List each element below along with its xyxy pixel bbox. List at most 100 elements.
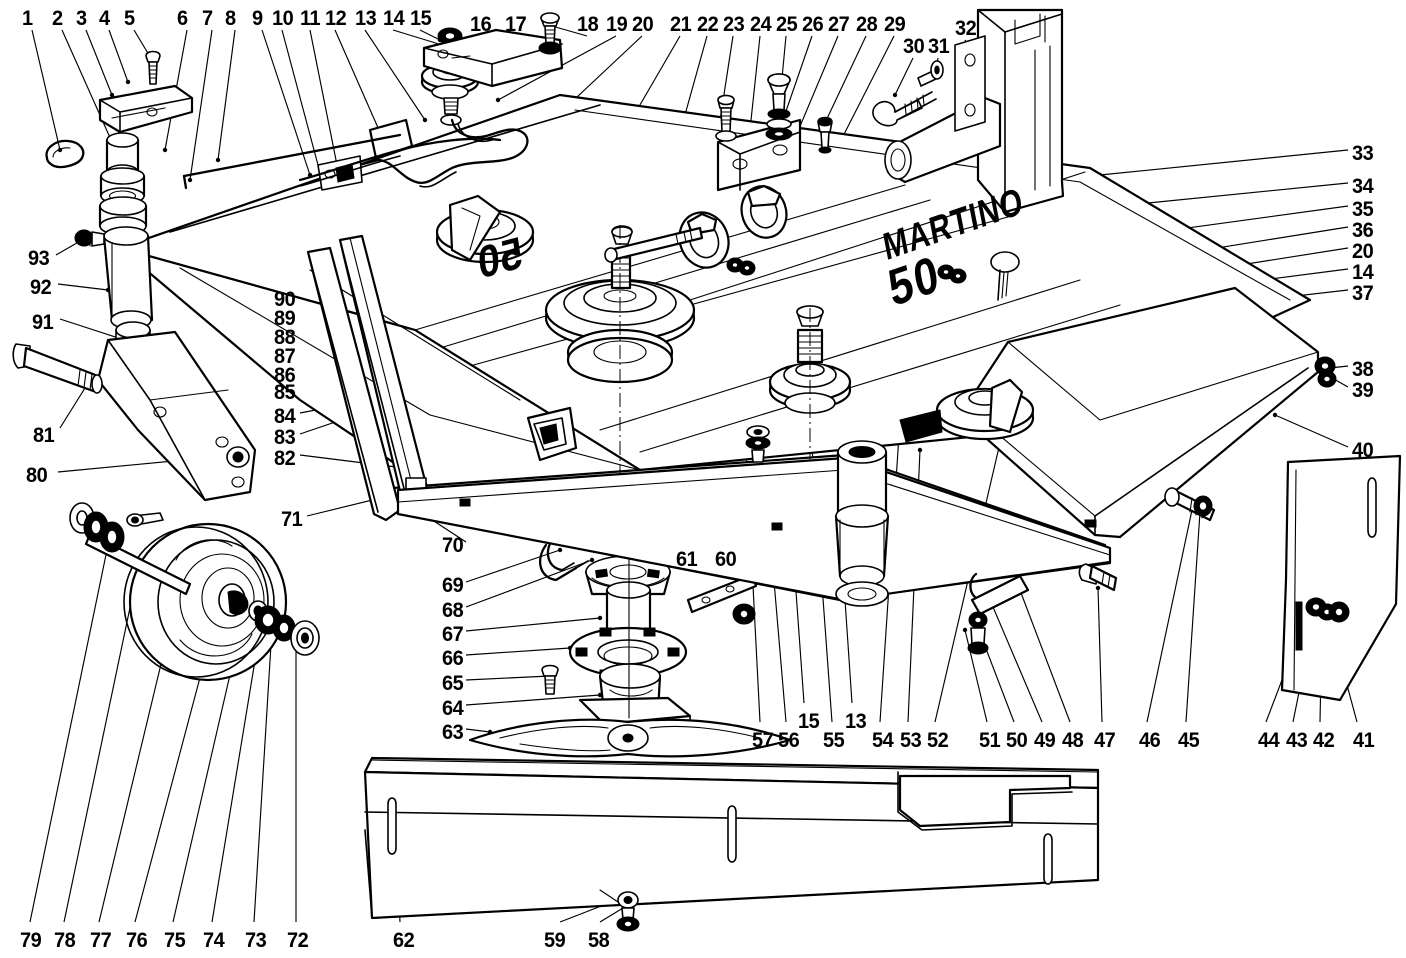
discharge-chute-panel-40 [1280,454,1402,702]
callout-number: 25 [776,13,798,36]
callout-number: 93 [28,247,50,270]
deck-brace-45 [1164,487,1216,522]
callout-number: 23 [723,13,745,36]
leader-endpoint [215,157,221,163]
callout-number: 27 [828,13,850,36]
grease-fitting-93 [74,229,105,247]
callout-number: 26 [802,13,824,36]
leader-endpoint [917,447,923,453]
center-pulley-assembly [544,225,696,520]
leader-line [364,29,426,121]
leader-line [465,549,561,583]
leader-line [85,29,113,96]
leader-line [823,35,867,126]
leader-line [1127,182,1349,206]
callout-number: 30 [903,35,925,58]
screw-5 [145,50,161,85]
callout-number: 14 [383,7,405,30]
leader-line [63,559,141,923]
callout-number: 76 [126,929,148,952]
leader-line [134,639,211,923]
leader-line [29,544,109,923]
leader-line [465,647,571,656]
callout-number: 67 [442,623,464,646]
leader-line [465,559,593,608]
callout-number: 71 [281,508,303,531]
deck-decal [990,251,1020,301]
carriage-bolt-30 [872,69,939,127]
callout-number: 17 [505,13,527,36]
callout-number: 6 [177,7,188,30]
deck-clip-bracket [526,406,578,462]
callout-number: 49 [1034,729,1056,752]
callout-number: 14 [1352,261,1374,284]
callout-number: 90 [274,288,296,311]
callout-number: 91 [32,311,54,334]
callout-number: 70 [442,534,464,557]
leader-line [253,627,273,923]
callout-number: 15 [410,7,432,30]
leader-line [309,29,341,181]
hook-bracket-51 [967,572,1030,655]
callout-number: 1 [22,7,33,30]
callout-number: 86 [274,364,296,387]
leader-endpoint [125,79,131,85]
callout-number: 9 [252,7,263,30]
chute-hardware-41-44 [1305,597,1350,623]
callout-number: 32 [955,17,977,40]
leader-line [465,728,491,733]
cross-shaft-21 [604,226,704,263]
callout-number: 82 [274,447,296,470]
callout-number: 80 [26,464,48,487]
leader-line [31,29,61,151]
leader-endpoint [109,92,115,98]
leader-line [189,29,213,181]
callout-number: 92 [30,276,52,299]
callout-number: 59 [544,929,566,952]
leader-line [261,29,311,176]
grease-zerk-28 [817,116,833,154]
hardware-bolt-23 [715,94,737,142]
callout-number: 24 [750,13,772,36]
callout-number: 64 [442,697,464,720]
leader-line [419,29,441,41]
callout-number: 20 [1352,240,1374,263]
leader-line [1017,584,1071,723]
small-hardware-top [726,257,756,276]
callout-number: 84 [274,405,296,428]
callout-number: 41 [1353,729,1375,752]
cotter-clip-1 [45,139,85,169]
leader-line [844,599,853,704]
callout-number: 45 [1178,729,1200,752]
callout-number: 60 [715,548,737,571]
callout-number: 7 [202,7,213,30]
callout-number: 46 [1139,729,1161,752]
leader-endpoint [187,177,193,183]
callout-number: 5 [124,7,135,30]
deck-lift-bracket-33 [976,8,1065,214]
callout-number: 34 [1352,175,1374,198]
callout-number: 21 [670,13,692,36]
callout-number: 22 [697,13,719,36]
blade-spindle-assembly [538,534,692,735]
callout-number: 42 [1313,729,1335,752]
callout-number: 79 [20,929,42,952]
handle-bracket-4 [98,84,194,134]
leader-endpoint [1095,585,1101,591]
spindle-collar-24 [740,184,788,239]
leader-endpoint [962,627,968,633]
callout-number: 10 [272,7,294,30]
leader-line [465,694,601,706]
leader-line [281,29,323,181]
callout-number: 11 [300,7,321,30]
right-spindle-housing [834,440,890,607]
callout-number: 37 [1352,282,1374,305]
callout-number: 72 [287,929,309,952]
leader-line [465,675,551,681]
far-right-pulley [935,378,1035,441]
callout-number: 36 [1352,219,1374,242]
leader-line [217,29,236,161]
callout-number: 56 [778,729,800,752]
callout-number: 4 [99,7,110,30]
callout-number: 74 [203,929,225,952]
